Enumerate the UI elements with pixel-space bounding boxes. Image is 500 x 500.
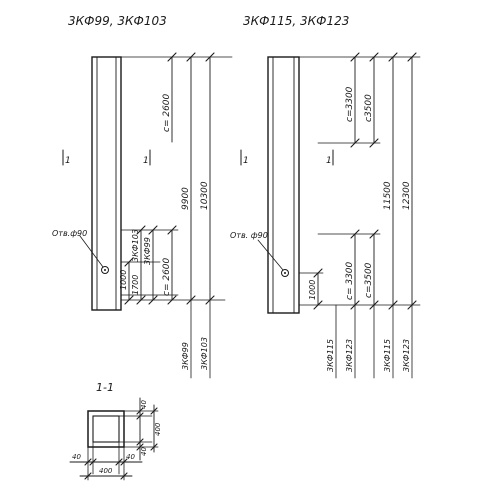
left-dim-1000-label: 1000 bbox=[119, 270, 128, 290]
section-inner bbox=[92, 415, 120, 443]
left-mark99-label: 3КФ99 bbox=[143, 237, 152, 265]
right-column: Отв. ф90 1 1 bbox=[230, 52, 421, 379]
right-hole-leader bbox=[257, 239, 284, 271]
left-hole-label: Отв.ф90 bbox=[52, 229, 87, 238]
right-hole-label: Отв. ф90 bbox=[230, 231, 268, 240]
right-ticks bbox=[313, 52, 417, 310]
left-hole bbox=[101, 266, 109, 274]
svg-text:1: 1 bbox=[243, 156, 249, 166]
sec-top-40: 40 bbox=[140, 400, 148, 409]
right-hole-center bbox=[284, 272, 286, 274]
right-bottom-mark-2: 3КФ123 bbox=[345, 339, 354, 372]
right-dim-3300-top-label: с=3300 bbox=[345, 86, 355, 122]
section-title: 1-1 bbox=[96, 381, 114, 394]
sec-right-40: 40 bbox=[140, 447, 148, 456]
right-bottom-mark-1: 3КФ115 bbox=[326, 339, 335, 372]
right-section-mark-left: 1 bbox=[240, 149, 249, 166]
left-dim-c-top-label: с= 2600 bbox=[162, 93, 172, 132]
right-dim-3300-bot-label: с= 3300 bbox=[345, 261, 355, 300]
sec-bottom-400: 400 bbox=[99, 467, 113, 475]
right-title: 3КФ115, 3КФ123 bbox=[243, 14, 349, 28]
sec-side-400: 400 bbox=[154, 422, 162, 436]
left-dim-9900-label: 9900 bbox=[181, 187, 191, 210]
sec-left-40: 40 bbox=[72, 453, 81, 461]
right-bottom-mark-3: 3КФ115 bbox=[383, 339, 392, 372]
right-hole bbox=[281, 269, 289, 277]
left-title: 3КФ99, 3КФ103 bbox=[68, 14, 167, 28]
left-section-mark-right: 1 bbox=[143, 149, 151, 166]
right-bottom-mark-4: 3КФ123 bbox=[402, 339, 411, 372]
left-bottom-mark-1: 3КФ99 bbox=[181, 342, 190, 370]
left-hole-leader bbox=[79, 235, 104, 268]
left-bottom-mark-2: 3КФ103 bbox=[200, 337, 209, 370]
right-dim-12300-label: 12300 bbox=[402, 181, 412, 210]
left-column-outline bbox=[91, 56, 122, 311]
section-ticks bbox=[84, 407, 158, 480]
right-dim-3500-bot-label: с=3500 bbox=[364, 262, 374, 298]
left-hole-center bbox=[104, 269, 106, 271]
left-column: Отв.ф90 1 1 bbox=[52, 52, 233, 379]
left-ticks bbox=[124, 52, 215, 305]
right-section-mark-right: 1 bbox=[326, 149, 334, 166]
right-column-outline bbox=[267, 56, 300, 314]
right-dim-3500-top-label: с3500 bbox=[364, 94, 374, 122]
svg-text:1: 1 bbox=[326, 156, 332, 166]
sec-mid-40: 40 bbox=[126, 453, 135, 461]
section-1-1: 1-1 bbox=[69, 381, 162, 481]
section-outer bbox=[87, 410, 125, 448]
left-mark103-label: 3КФ103 bbox=[131, 229, 140, 262]
svg-text:1: 1 bbox=[143, 156, 149, 166]
left-dim-10300-label: 10300 bbox=[200, 181, 210, 210]
left-dim-c-bottom-label: с= 2600 bbox=[162, 257, 172, 296]
left-dim-1700-label: 1700 bbox=[131, 275, 140, 295]
right-dim-11500-label: 11500 bbox=[383, 181, 393, 210]
svg-text:1: 1 bbox=[65, 156, 71, 166]
right-dim-1000-label: 1000 bbox=[308, 280, 317, 300]
left-section-mark-left: 1 bbox=[62, 149, 71, 166]
